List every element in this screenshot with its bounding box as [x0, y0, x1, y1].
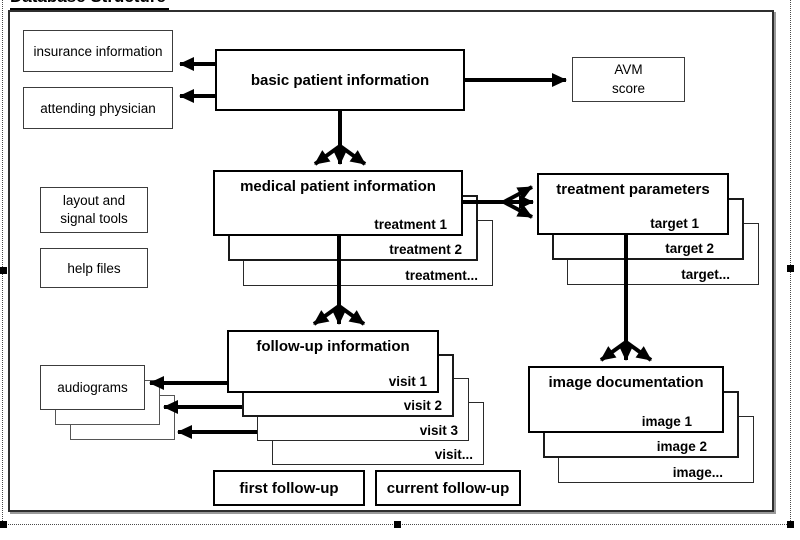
node-layout-signal-tools: layout and signal tools	[40, 187, 148, 233]
stack-item-label: image...	[672, 465, 723, 480]
node-label: basic patient information	[250, 71, 430, 89]
stack-item-label: target 2	[665, 241, 714, 256]
stack-item-label: visit...	[434, 447, 473, 462]
selection-handle-bottom-left[interactable]	[0, 521, 7, 528]
node-avm-score: AVM score	[572, 57, 685, 102]
figure-frame[interactable]	[8, 10, 774, 512]
stack-item-label: image 2	[656, 439, 707, 454]
node-label: current follow-up	[386, 479, 510, 497]
node-label: audiograms	[57, 380, 128, 395]
stack-item-label: treatment 1	[374, 217, 447, 232]
stack-item-label: image 1	[641, 414, 692, 429]
selection-handle-bottom-right[interactable]	[787, 521, 794, 528]
node-attending-physician: attending physician	[23, 87, 173, 129]
node-treatment-parameters: treatment parameters target 1	[537, 173, 729, 235]
node-label: image documentation	[548, 374, 704, 391]
node-basic-patient-information: basic patient information	[215, 49, 465, 111]
stack-item-label: visit 1	[388, 374, 427, 389]
node-medical-patient-information: medical patient information treatment 1	[213, 170, 463, 236]
node-label: first follow-up	[239, 479, 339, 497]
node-first-followup: first follow-up	[213, 470, 365, 506]
stack-item-label: visit 3	[419, 423, 458, 438]
node-help-files: help files	[40, 248, 148, 288]
selection-handle-left[interactable]	[0, 267, 7, 274]
node-current-followup: current follow-up	[375, 470, 521, 506]
node-label: insurance information	[33, 43, 163, 59]
node-label: attending physician	[40, 100, 156, 116]
stack-item-label: treatment 2	[389, 242, 462, 257]
node-label: follow-up information	[256, 338, 410, 355]
node-label: AVM score	[611, 62, 645, 96]
node-label: treatment parameters	[556, 181, 710, 198]
selection-handle-bottom-middle[interactable]	[394, 521, 401, 528]
stack-item-label: target 1	[650, 216, 699, 231]
node-label: layout and signal tools	[60, 192, 128, 226]
stack-item-label: visit 2	[403, 398, 442, 413]
node-followup-information: follow-up information visit 1	[227, 330, 439, 393]
node-label: help files	[67, 260, 121, 276]
selection-marquee-right	[790, 0, 791, 525]
stack-item-label: treatment...	[405, 268, 478, 283]
figure-title: Database Structure	[10, 0, 169, 10]
node-audiograms: audiograms	[40, 365, 145, 410]
selection-marquee-left	[2, 0, 3, 525]
node-image-documentation: image documentation image 1	[528, 366, 724, 433]
stack-item-label: target...	[681, 267, 730, 282]
node-label: medical patient information	[240, 178, 436, 195]
selection-handle-right[interactable]	[787, 265, 794, 272]
node-insurance-information: insurance information	[23, 30, 173, 72]
